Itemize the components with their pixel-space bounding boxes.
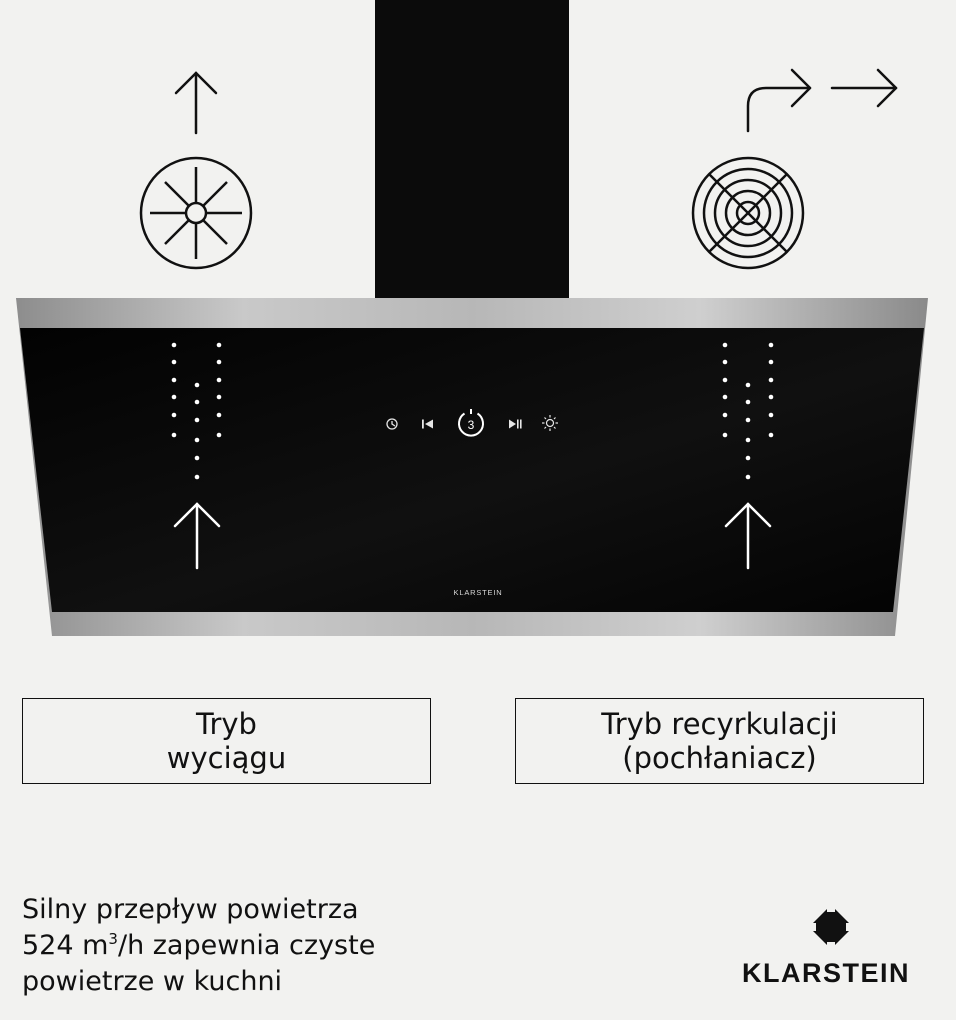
recirculation-mode-icon-group — [691, 68, 898, 270]
tagline-line-2: 524 m3/h zapewnia czyste — [22, 928, 375, 964]
airflow-tagline: Silny przepływ powietrza 524 m3/h zapewn… — [22, 892, 375, 1000]
tagline-airflow-value: 524 m — [22, 930, 109, 961]
next-icon — [509, 419, 522, 429]
light-icon — [542, 415, 558, 431]
tagline-line-2-rest: /h zapewnia czyste — [117, 930, 376, 961]
recirculation-mode-subtitle: (pochłaniacz) — [622, 741, 817, 775]
extraction-mode-icon-group — [139, 71, 253, 270]
recirculation-arrows-icon — [746, 68, 898, 133]
klarstein-logo-icon — [808, 904, 854, 950]
right-airflow-arrow-icon — [724, 502, 772, 570]
hood-glass-panel — [20, 328, 924, 612]
power-level-icon — [458, 409, 484, 437]
hood-brand-label: KLARSTEIN — [453, 588, 503, 597]
left-airflow-arrow-icon — [173, 502, 221, 570]
recirculation-mode-box: Tryb recyrkulacji (pochłaniacz) — [515, 698, 924, 784]
extraction-mode-box: Tryb wyciągu — [22, 698, 431, 784]
fan-icon — [139, 156, 253, 270]
extraction-mode-title: Tryb — [196, 707, 257, 741]
tagline-unit-superscript: 3 — [108, 930, 118, 948]
tagline-line-3: powietrze w kuchni — [22, 966, 283, 997]
power-level-value: 3 — [468, 418, 475, 432]
brand-wordmark: KLARSTEIN — [742, 958, 910, 988]
hood-chimney — [375, 0, 569, 300]
extraction-mode-subtitle: wyciągu — [166, 741, 287, 775]
grease-filter-icon — [691, 156, 805, 270]
extraction-up-arrow-icon — [174, 71, 218, 135]
timer-icon — [386, 418, 398, 430]
tagline-line-1: Silny przepływ powietrza — [22, 894, 359, 925]
recirculation-mode-title: Tryb recyrkulacji — [601, 707, 838, 741]
left-airflow-indicator — [171, 342, 222, 480]
right-airflow-indicator — [722, 342, 774, 480]
cooker-hood: 3 — [16, 298, 928, 636]
prev-icon — [422, 419, 433, 429]
